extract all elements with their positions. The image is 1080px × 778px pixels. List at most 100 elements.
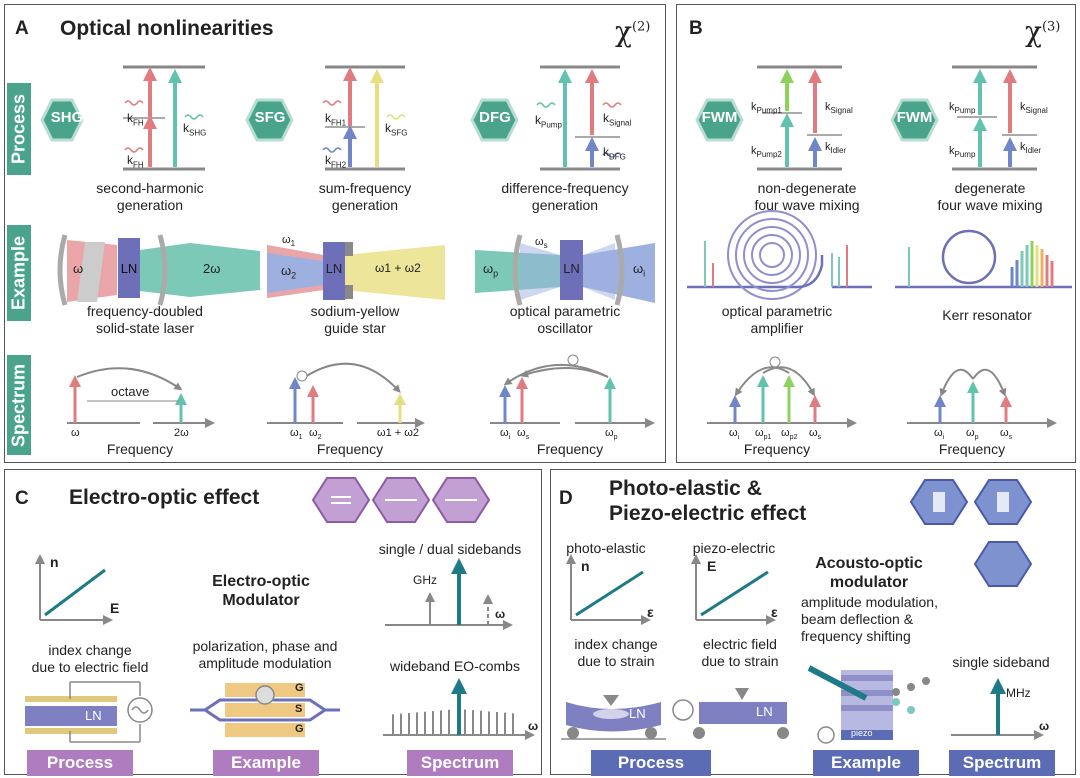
shg-out-omega: 2ω: [203, 261, 221, 276]
sfg-out: ω1 + ω2: [375, 261, 421, 275]
panel-d-title: Photo-elastic &Piezo-electric effect: [609, 477, 807, 525]
dfg-k2-label: kSignal: [603, 111, 632, 128]
dfg-freq-axis: Frequency: [536, 441, 604, 457]
sfg-spectrum: [267, 362, 425, 428]
panel-a-graphics: [40, 65, 655, 428]
panel-c: C Electro-optic effect: [4, 469, 542, 776]
electrode-g-bottom: G: [295, 723, 304, 735]
sideband-omega-d: ω: [1039, 719, 1050, 733]
photo-elastic-x: ε: [647, 604, 654, 620]
sfg-in1: ω1: [282, 234, 296, 249]
shg-laser-cavity: [57, 234, 260, 306]
strained-ln: [561, 695, 666, 740]
electrode-s: S: [295, 703, 303, 715]
tab-spectrum-d: Spectrum: [949, 750, 1055, 776]
tab-process-c: Process: [27, 750, 133, 776]
e-axis-label: E: [110, 600, 120, 616]
dfg-hexagon: [470, 98, 519, 142]
d-x3: ωs: [1000, 427, 1013, 442]
photo-elastic-label: photo-elastic: [566, 540, 646, 556]
nd-k-idler: kIdler: [825, 141, 847, 156]
comb-caption: wideband EO-combs: [390, 658, 520, 674]
opa-spiral: [687, 210, 872, 300]
eo-waveguide-label: LN: [85, 708, 102, 723]
piezo-ln: [672, 688, 789, 739]
dfg-badge: DFG: [479, 109, 511, 126]
single-sideband-spectrum: [951, 678, 1044, 740]
dfg-k1-label: kPump: [535, 113, 562, 130]
panel-d: D Photo-elastic &Piezo-electric effect: [550, 469, 1076, 776]
nd-x1: ωi: [729, 427, 740, 442]
d-fwm-levels: [952, 65, 1037, 171]
aom-piezo-label: piezo: [851, 728, 873, 738]
shg-x2: 2ω: [174, 427, 189, 439]
tab-example-d: Example: [813, 750, 919, 776]
dfg-spectrum: [490, 354, 655, 428]
eo-mzm: [190, 683, 340, 737]
sfg-x3: ω1 + ω2: [377, 427, 419, 439]
piezo-electric-label: piezo-electric: [692, 540, 776, 556]
shg-freq-axis: Frequency: [106, 441, 174, 457]
nd-fwm-spectrum: [707, 356, 857, 428]
sfg-x1: ω1: [290, 427, 303, 442]
panel-c-title: Electro-optic effect: [69, 486, 260, 509]
panel-b-graphics: [687, 65, 1072, 428]
dfg-x2: ωs: [517, 427, 530, 442]
shg-level-diagram: [123, 65, 205, 171]
sfg-hexagon: [245, 98, 294, 142]
aom-caption: amplitude modulation,beam deflection &fr…: [801, 594, 938, 644]
shg-octave-label: octave: [111, 384, 150, 399]
shg-k2-label: kFH: [127, 153, 144, 170]
ghz-label: GHz: [413, 573, 437, 587]
tab-spectrum-c: Spectrum: [407, 750, 513, 776]
piezo-electric-x: ε: [771, 604, 778, 620]
nd-freq-axis: Frequency: [743, 441, 811, 457]
d-fwm-spectrum: [907, 368, 1057, 428]
panel-c-label: C: [15, 488, 29, 509]
tab-example-c: Example: [213, 750, 319, 776]
chi3-symbol: χ(3): [1025, 15, 1061, 48]
single-sideband-caption: single sideband: [952, 654, 1050, 670]
photo-elastic-graph: [566, 554, 651, 625]
d-x2: ωp: [966, 427, 979, 442]
piezo-electric-graph: [691, 554, 776, 625]
d-k-idler: kIdler: [1020, 141, 1042, 156]
sidebands-caption: single / dual sidebands: [378, 541, 522, 557]
panel-d-graphics: [561, 479, 1044, 744]
nd-k-pump1: kPump1: [751, 101, 782, 116]
nd-x4: ωs: [809, 427, 822, 442]
dfg-opo: [475, 234, 655, 306]
dfg-level-diagram: [540, 65, 620, 171]
kerr-resonator: [895, 229, 1072, 289]
aom-device: [807, 665, 930, 744]
eo-waveguide: [25, 681, 153, 743]
nd-x2: ωp1: [755, 427, 772, 442]
sfg-badge: SFG: [254, 109, 286, 126]
panel-b-label: B: [689, 18, 703, 39]
n-e-graph: [35, 554, 113, 625]
nd-fwm-levels: [757, 65, 842, 171]
opo-crystal: LN: [563, 261, 580, 276]
nd-fwm-badge: FWM: [701, 109, 738, 126]
shg-spectrum: [67, 367, 215, 428]
d-k-pump2: kPump: [949, 145, 976, 160]
opo-idler: ωi: [633, 261, 646, 279]
sfg-level-diagram: [325, 65, 405, 171]
tab-process-d: Process: [591, 750, 711, 776]
panel-a-title: Optical nonlinearities: [60, 17, 274, 40]
panel-d-label: D: [559, 488, 573, 509]
nd-k-pump2: kPump2: [751, 145, 782, 160]
piezo-ln-label: LN: [756, 704, 773, 719]
